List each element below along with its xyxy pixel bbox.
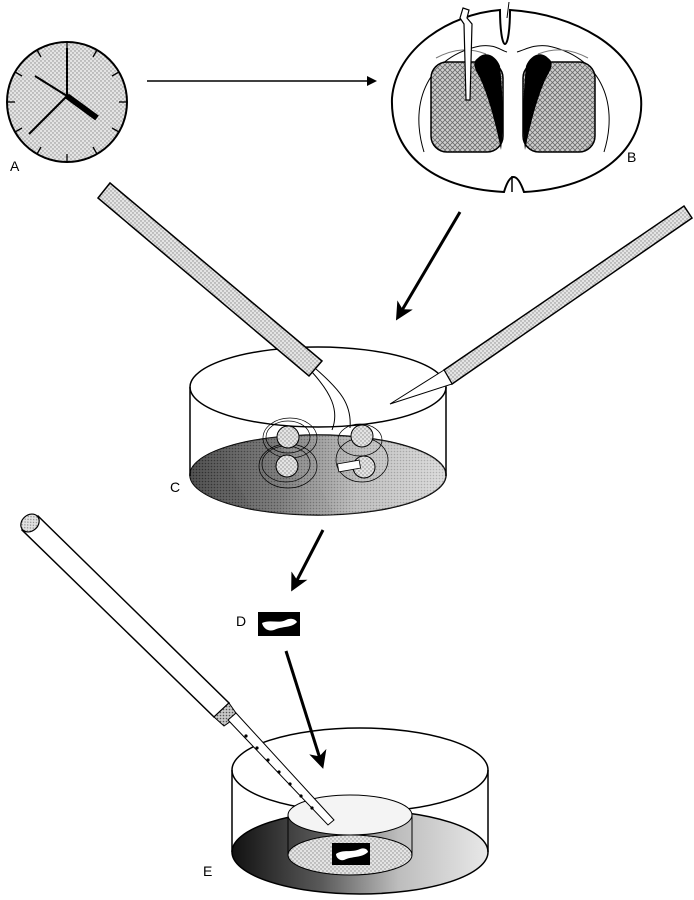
explant-piece-icon xyxy=(258,612,300,636)
forceps-icon xyxy=(96,181,351,431)
clock-icon xyxy=(6,41,128,163)
culture-dish-icon xyxy=(231,727,489,895)
label-c: C xyxy=(170,479,180,495)
label-b: B xyxy=(627,149,636,165)
scalpel-icon xyxy=(389,204,694,405)
arrow-b-to-c xyxy=(395,211,462,321)
pipette-icon xyxy=(20,513,335,826)
spinal-cord-section-icon xyxy=(390,1,643,194)
arrow-d-to-e xyxy=(284,650,327,769)
label-d: D xyxy=(236,613,246,629)
arrow-c-to-d xyxy=(291,529,325,592)
label-e: E xyxy=(203,863,212,879)
label-a: A xyxy=(10,158,20,174)
